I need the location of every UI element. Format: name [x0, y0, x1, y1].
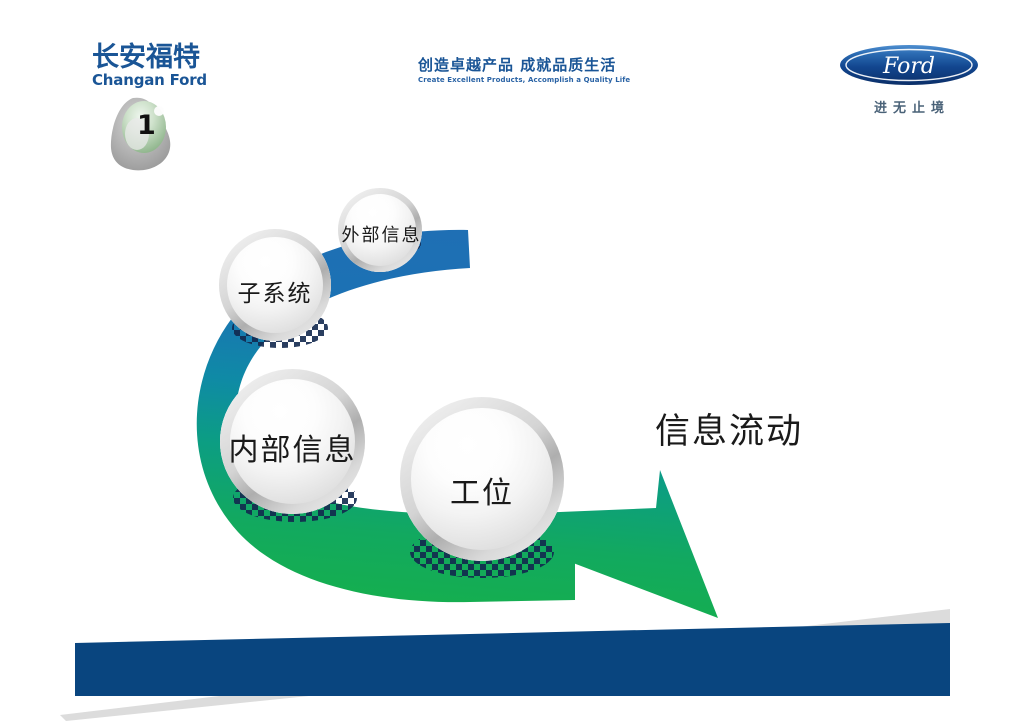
- sphere-inner-fill: [343, 193, 417, 267]
- ford-wordmark-text: Ford: [882, 54, 935, 79]
- node-workstation[interactable]: 工位: [400, 397, 564, 561]
- node-label-external: 外部信息: [341, 225, 422, 246]
- sphere-inner-fill: [230, 379, 355, 504]
- brand-logo: 长安福特 Changan Ford: [92, 44, 222, 88]
- footer-blue-band: [75, 623, 950, 696]
- brand-name-en: Changan Ford: [92, 71, 207, 89]
- flow-arrow-shape: [196, 229, 718, 618]
- tagline-en: Create Excellent Products, Accomplish a …: [418, 75, 631, 84]
- ford-logo: Ford 进无止境: [838, 43, 980, 116]
- ford-slogan-cn: 进无止境: [873, 101, 950, 116]
- ford-oval-icon: Ford: [840, 45, 978, 85]
- page-number-badge: 1: [107, 96, 181, 174]
- node-label-subsystem: 子系统: [237, 281, 313, 307]
- node-internal-info[interactable]: 内部信息: [220, 369, 365, 514]
- node-label-station: 工位: [450, 476, 514, 511]
- corporate-tagline: 创造卓越产品 成就品质生活 Create Excellent Products,…: [418, 56, 631, 84]
- node-label-internal: 内部信息: [228, 432, 357, 468]
- brand-name-cn: 长安福特: [92, 42, 200, 73]
- page-badge-blob-icon: [110, 97, 171, 171]
- footer-decoration: [60, 609, 950, 721]
- tagline-cn: 创造卓越产品 成就品质生活: [418, 56, 617, 74]
- sphere-inner-fill: [226, 236, 324, 334]
- page-number-text: 1: [137, 110, 156, 141]
- node-subsystem[interactable]: 子系统: [219, 229, 331, 341]
- sphere-inner-fill: [411, 408, 553, 550]
- node-external-info[interactable]: 外部信息: [338, 188, 422, 272]
- diagram-title-information-flow: 信息流动: [655, 412, 804, 452]
